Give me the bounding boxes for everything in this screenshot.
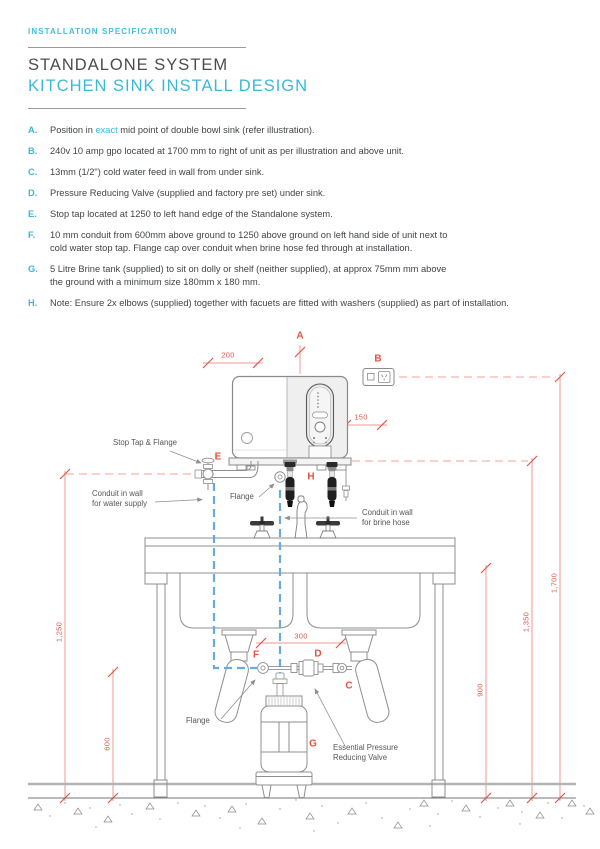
dim-1250: 1,250	[54, 621, 64, 643]
diagram-label-e: E	[214, 451, 222, 463]
double-bowl-sink	[144, 537, 456, 798]
divider	[28, 108, 246, 109]
spec-item-text: 240v 10 amp gpo located at 1700 mm to ri…	[50, 146, 405, 156]
annotation-flange-upper: Flange	[230, 492, 254, 502]
annotation-text: Flange	[230, 492, 254, 501]
spec-item-letter: B.	[28, 146, 38, 156]
spec-item-letter: G.	[28, 264, 38, 274]
spec-item: H. Note: Ensure 2x elbows (supplied) toge…	[28, 297, 584, 310]
annotation-conduit-brine: Conduit in wall for brine hose	[362, 508, 413, 528]
dim-300: 300	[294, 631, 308, 641]
annotation-text: Conduit in wall	[92, 489, 143, 498]
annotation-text: for brine hose	[362, 518, 410, 527]
spec-item-letter: H.	[28, 298, 38, 308]
annotation-flange-lower: Flange	[186, 716, 210, 726]
spec-item: B. 240v 10 amp gpo located at 1700 mm to …	[28, 145, 584, 158]
gpo-outlet-icon	[362, 368, 395, 386]
unit-faucets	[284, 462, 350, 507]
annotation-text: Stop Tap & Flange	[113, 438, 178, 447]
spec-item-text: Pressure Reducing Valve (supplied and fa…	[50, 188, 326, 198]
spec-list: A. Position in exact mid point of double …	[28, 124, 584, 318]
spec-item-text: Stop tap located at 1250 to left hand ed…	[50, 209, 333, 219]
dim-150: 150	[354, 412, 368, 422]
diagram-label-g: G	[309, 738, 317, 750]
spec-item-letter: E.	[28, 209, 37, 219]
diagram-label-b: B	[374, 353, 382, 365]
diagram-label-a: A	[296, 330, 304, 342]
diagram-label-d: D	[314, 648, 322, 660]
flange-upper	[274, 471, 286, 483]
spec-item: E. Stop tap located at 1250 to left hand …	[28, 208, 584, 221]
dim-900: 900	[475, 683, 485, 697]
dim-200: 200	[221, 350, 235, 360]
conduit-lines	[212, 483, 282, 673]
spec-item-text: 5 Litre Brine tank (supplied) to sit on …	[50, 264, 447, 287]
dimension-lines	[64, 345, 561, 801]
annotation-text: Conduit in wall	[362, 508, 413, 517]
spec-item-text: 10 mm conduit from 600mm above ground to…	[50, 230, 448, 253]
sink-faucet	[294, 495, 308, 539]
under-sink-assembly	[257, 659, 352, 677]
diagram-label-f: F	[252, 649, 260, 661]
spec-item-letter: A.	[28, 125, 38, 135]
annotation-leaders	[154, 450, 357, 747]
page-title: STANDALONE SYSTEM	[28, 56, 229, 74]
spec-item-letter: C.	[28, 167, 38, 177]
annotation-text: Flange	[186, 716, 210, 725]
spec-item: D. Pressure Reducing Valve (supplied and …	[28, 187, 584, 200]
spec-item: C. 13mm (1/2") cold water feed in wall fr…	[28, 166, 584, 179]
diagram-label-h: H	[307, 471, 315, 483]
annotation-prv: Essential Pressure Reducing Valve	[333, 743, 398, 763]
spec-item: G. 5 Litre Brine tank (supplied) to sit o…	[28, 263, 584, 289]
annotation-conduit-water: Conduit in wall for water supply	[92, 489, 147, 509]
reference-dashed-lines	[66, 376, 556, 475]
spec-item-text: Position in exact mid point of double bo…	[50, 125, 315, 135]
page-subtitle: KITCHEN SINK INSTALL DESIGN	[28, 77, 309, 95]
dim-600: 600	[102, 737, 112, 751]
annotation-stop-tap: Stop Tap & Flange	[113, 438, 177, 448]
sink-tap-handles	[250, 516, 340, 539]
brine-tank	[255, 672, 313, 798]
annotation-text: Reducing Valve	[333, 753, 388, 762]
eyebrow-title: INSTALLATION SPECIFICATION	[28, 27, 178, 36]
sink-drains	[214, 629, 390, 723]
dim-1700: 1,700	[549, 572, 559, 594]
annotation-text: Essential Pressure	[333, 743, 399, 752]
dim-1350: 1,350	[521, 611, 531, 633]
standalone-unit	[228, 375, 352, 471]
spec-item-text: 13mm (1/2") cold water feed in wall from…	[50, 167, 265, 177]
spec-item-letter: F.	[28, 230, 36, 240]
spec-item: A. Position in exact mid point of double …	[28, 124, 584, 137]
stop-tap	[194, 457, 259, 490]
spec-item-text: Note: Ensure 2x elbows (supplied) togeth…	[50, 298, 509, 308]
spec-item-letter: D.	[28, 188, 38, 198]
spec-item: F. 10 mm conduit from 600mm above ground …	[28, 229, 584, 255]
divider	[28, 47, 246, 48]
diagram-label-c: C	[345, 680, 353, 692]
annotation-text: for water supply	[92, 499, 148, 508]
